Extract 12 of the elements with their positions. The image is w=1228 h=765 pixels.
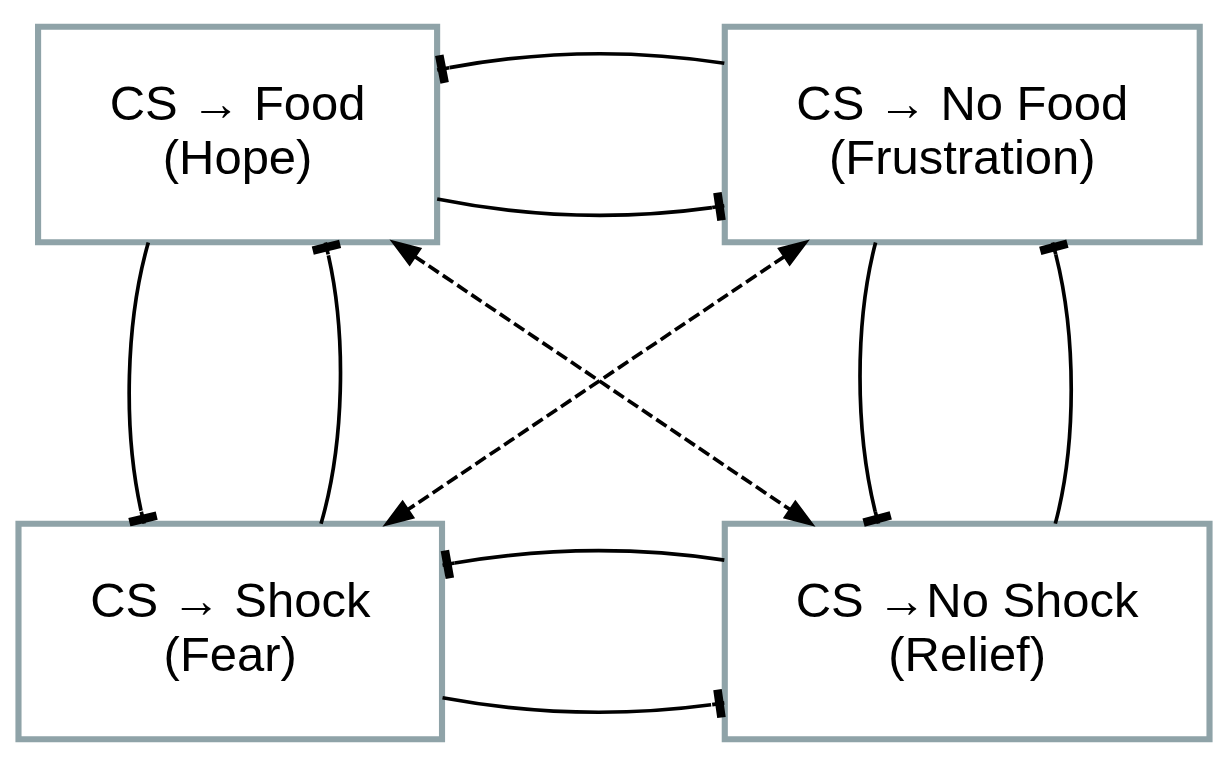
- node-box: CS → Food (Hope): [35, 23, 441, 245]
- connector: [442, 688, 726, 718]
- connector: [435, 51, 725, 84]
- connector: [858, 241, 892, 527]
- connector: [440, 548, 725, 579]
- node-box: CS → No Food (Frustration): [721, 23, 1203, 245]
- node-box: CS →No Shock (Relief): [721, 520, 1213, 742]
- connector: [436, 191, 726, 221]
- node-box: CS → Shock (Fear): [15, 520, 446, 742]
- connector: [127, 241, 158, 526]
- connector: [311, 239, 343, 524]
- connector: [1039, 238, 1074, 524]
